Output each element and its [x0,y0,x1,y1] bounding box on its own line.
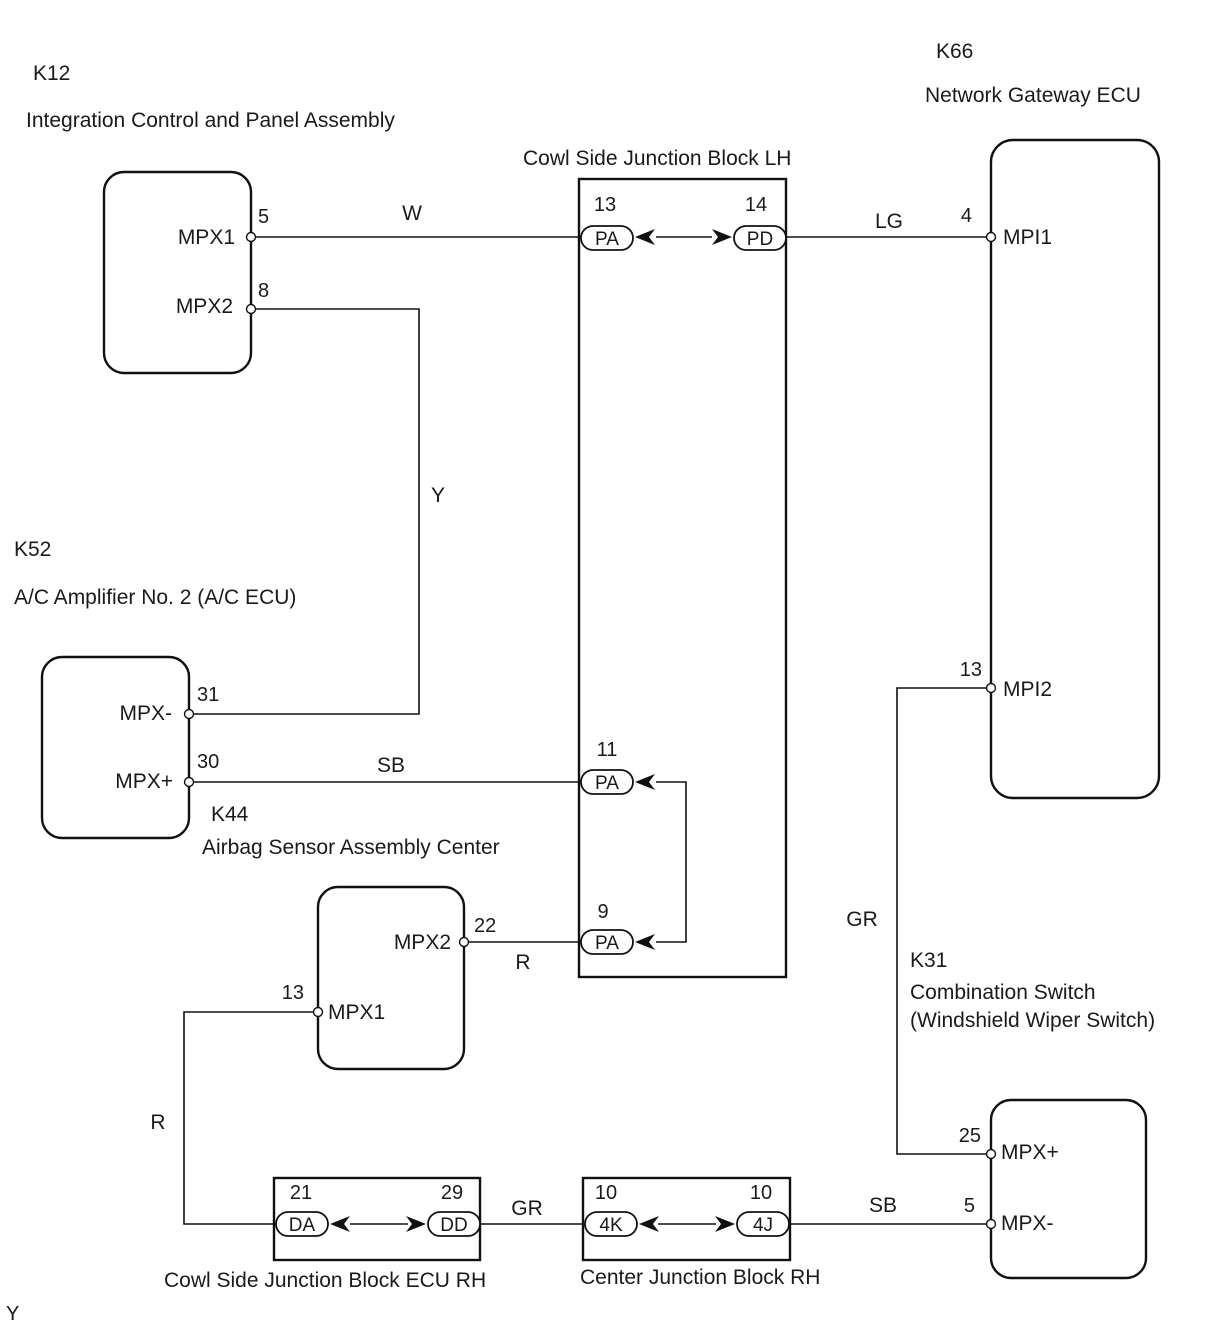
k31-pin-number: 25 [959,1125,981,1147]
connector-plug-label: PD [747,229,773,250]
wire-color-label: GR [846,908,878,931]
k44-name: Airbag Sensor Assembly Center [202,836,500,859]
connector-pin-number: 9 [597,901,608,923]
connector-arrow-icon [712,229,732,245]
wire-color-label: LG [875,210,903,233]
k66-pin-name: MPI1 [1003,226,1052,249]
connector-pin-number: 14 [745,194,767,216]
connector-arrow-icon [635,229,655,245]
k44-pin-number: 13 [282,982,304,1004]
k44-pin-name: MPX2 [394,931,451,954]
k52-pin-number: 30 [197,751,219,773]
terminal-circle [183,708,195,720]
k66-pin-number: 4 [961,205,972,227]
terminal-circle [183,776,195,788]
terminal-circle [985,1218,997,1230]
k31-pin-name: MPX+ [1001,1141,1059,1164]
k12-pin-name: MPX1 [178,226,235,249]
connector-plug-label: 4K [599,1215,623,1236]
wire-color-label: W [402,202,422,225]
cowl-lh-junction-block-title: Cowl Side Junction Block LH [523,147,791,170]
k66-pin-number: 13 [960,659,982,681]
cowl-rh-junction-block-title: Cowl Side Junction Block ECU RH [164,1269,486,1292]
connector-arrow-icon [639,1216,659,1232]
wire-color-label: R [150,1111,165,1134]
terminal-circle [985,1148,997,1160]
connector-pill [580,769,634,795]
connector-arrow-icon [635,934,655,950]
k52-pin-number: 31 [197,684,219,706]
terminal-circle [985,231,997,243]
k12-pin-number: 8 [258,280,269,302]
connector-pill [584,1211,638,1237]
wire-color-label: SB [377,754,405,777]
k44-code: K44 [211,803,249,826]
k31-code: K31 [910,949,947,972]
k52-name: A/C Amplifier No. 2 (A/C ECU) [14,586,296,609]
connector-pin-number: 10 [750,1182,772,1204]
terminal-circle [312,1006,324,1018]
connector-plug-label: 4J [753,1215,773,1236]
k52-pin-name: MPX- [120,702,173,725]
k31-pin-name: MPX- [1001,1212,1054,1235]
k44-ecu-box [316,885,466,1071]
connector-plug-label: PA [595,933,619,954]
k12-code: K12 [33,62,70,85]
connector-pill [275,1211,329,1237]
connector-pin-number: 29 [441,1182,463,1204]
k44-pin-name: MPX1 [328,1001,385,1024]
k52-pin-name: MPX+ [115,770,173,793]
wire-r-cowl-rh [183,1011,313,1225]
connector-arrow-icon [406,1216,426,1232]
connector-pill [580,929,634,955]
k31-name-line2: (Windshield Wiper Switch) [910,1009,1155,1032]
cowl-lh-junction-block [577,177,788,979]
terminal-circle [245,231,257,243]
wire-gr-k31 [896,687,986,1155]
connector-pin-number: 11 [597,739,618,761]
wire-color-label: SB [869,1194,897,1217]
k52-ecu-box [40,655,191,840]
connector-pill [580,225,634,251]
connector-arrow-icon [635,774,655,790]
wire-color-label: Y [431,484,445,507]
k66-pin-name: MPI2 [1003,678,1052,701]
connector-arrow-icon [715,1216,735,1232]
wire-color-label: R [515,951,530,974]
terminal-circle [245,303,257,315]
footer-mark: Y [6,1303,19,1325]
k44-pin-number: 22 [474,915,496,937]
connector-pin-number: 13 [594,194,616,216]
connector-pill [733,225,787,251]
terminal-circle [458,936,470,948]
connector-plug-label: PA [595,773,619,794]
connector-pill [427,1211,481,1237]
connector-pin-number: 21 [290,1182,312,1204]
k66-ecu-box [989,138,1161,800]
k12-ecu-box [102,170,253,375]
connector-pin-number: 10 [595,1182,617,1204]
k31-ecu-box [989,1098,1148,1280]
center-rh-junction-block-title: Center Junction Block RH [580,1266,820,1289]
connector-plug-label: DA [289,1215,316,1236]
k12-pin-number: 5 [258,206,269,228]
connector-pill [736,1211,790,1237]
wire-pa-loop [656,781,687,943]
terminal-circle [985,682,997,694]
k12-name: Integration Control and Panel Assembly [26,109,395,132]
wire-color-label: GR [511,1197,543,1220]
connector-arrow-icon [330,1216,350,1232]
k31-pin-number: 5 [964,1195,975,1217]
connector-plug-label: DD [440,1215,467,1236]
k52-code: K52 [14,538,51,561]
k66-code: K66 [936,40,973,63]
k12-pin-name: MPX2 [176,295,233,318]
k31-name-line1: Combination Switch [910,981,1096,1004]
k66-name: Network Gateway ECU [925,84,1141,107]
wire-y [194,308,420,715]
connector-plug-label: PA [595,229,619,250]
